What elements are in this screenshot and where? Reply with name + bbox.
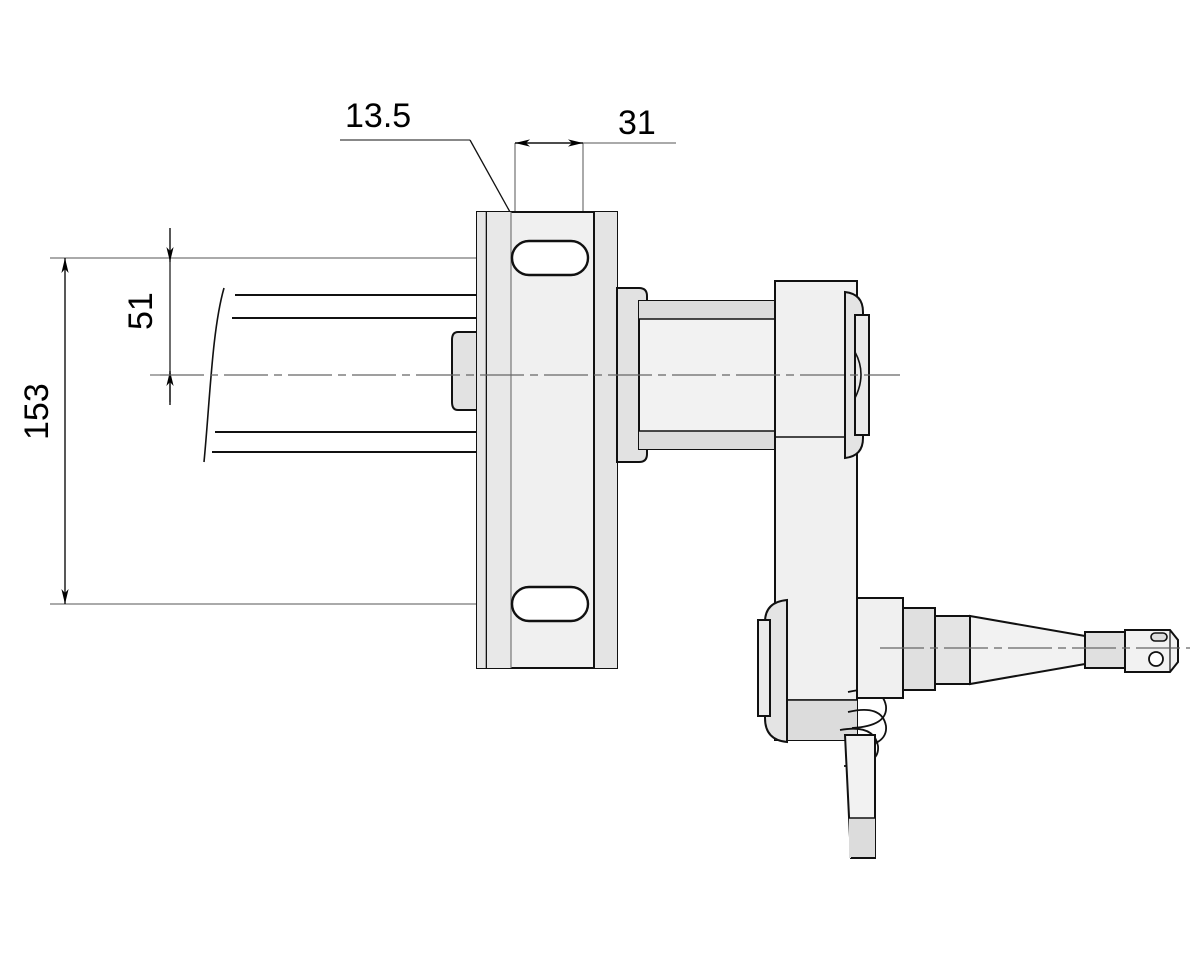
lever-arm-block	[774, 280, 858, 741]
dim-label-153: 153	[18, 383, 56, 440]
tip-hole	[1148, 651, 1164, 667]
lower-cap-nut	[757, 598, 788, 744]
tapered-shaft	[856, 597, 1179, 699]
dimension-lines	[61, 139, 583, 604]
slot-lower	[510, 585, 590, 623]
tube-end-collar	[451, 331, 479, 411]
tip-slot	[1150, 632, 1168, 642]
lower-arm	[843, 734, 876, 859]
extension-lines	[50, 139, 676, 605]
dim-label-13-5: 13.5	[345, 97, 411, 135]
dim-label-51: 51	[122, 292, 160, 330]
centerlines	[160, 374, 1190, 649]
slot-upper	[510, 239, 590, 277]
left-tube	[203, 287, 477, 463]
dim-label-31: 31	[618, 104, 656, 142]
break-line	[203, 287, 225, 463]
